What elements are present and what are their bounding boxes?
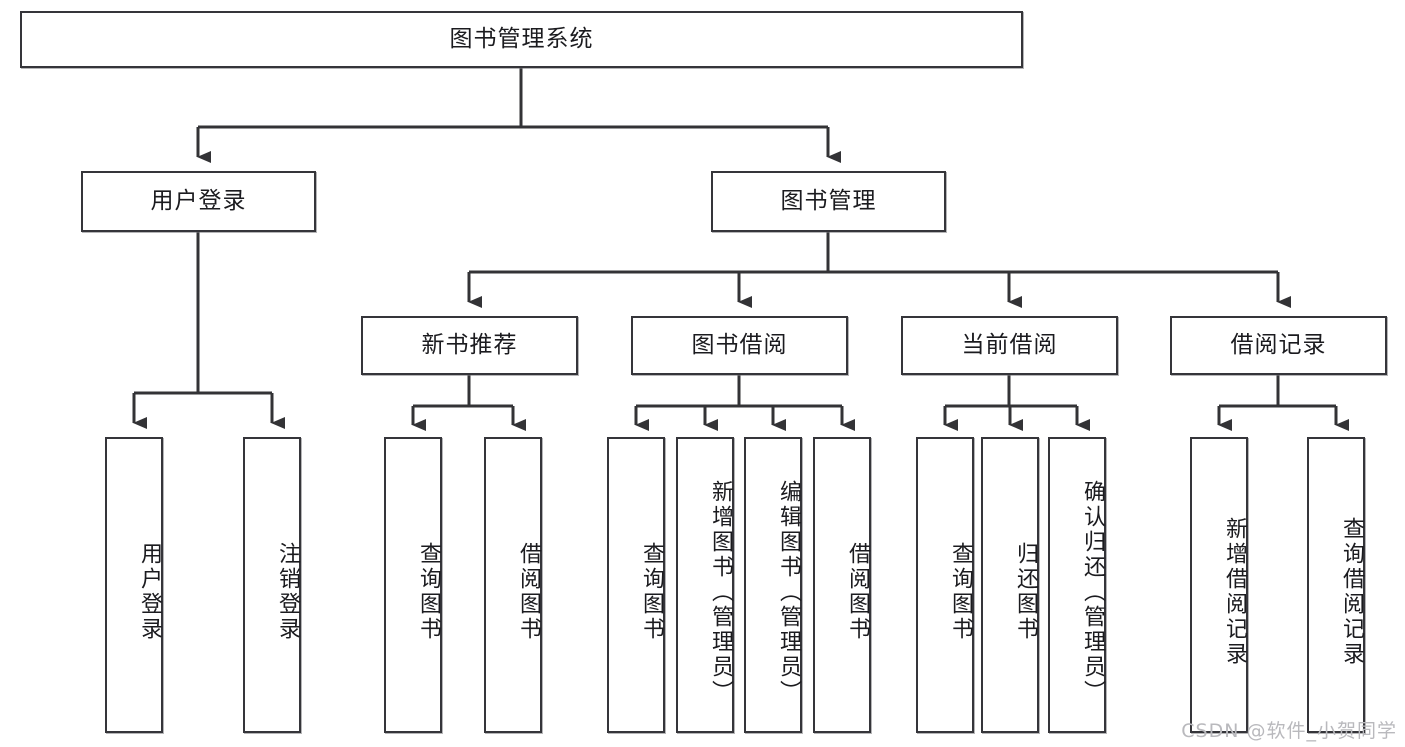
node-book-management[interactable]: 图书管理 [711,171,946,232]
leaf-borrow-book-recommend[interactable]: 借阅图书 [484,437,542,733]
node-label: 查询图书 [639,542,664,642]
leaf-add-book-admin[interactable]: 新增图书（管理员） [676,437,734,733]
node-label: 图书管理 [780,188,877,214]
node-label: 查询图书 [416,542,441,642]
node-label: 借阅图书 [845,542,870,642]
node-label: 注销登录 [275,542,300,642]
node-label: 查询图书 [948,542,973,642]
node-borrow-record[interactable]: 借阅记录 [1170,316,1387,375]
leaf-return-book[interactable]: 归还图书 [981,437,1039,733]
node-label: 确认归还（管理员） [1080,479,1105,705]
node-label: 用户登录 [137,542,162,642]
watermark-text: CSDN @软件_小贺同学 [1181,720,1397,742]
node-user-login[interactable]: 用户登录 [81,171,316,232]
node-label: 图书管理系统 [449,26,594,52]
leaf-query-book-recommend[interactable]: 查询图书 [384,437,442,733]
node-label: 用户登录 [150,188,247,214]
leaf-confirm-return-admin[interactable]: 确认归还（管理员） [1048,437,1106,733]
node-label: 当前借阅 [961,332,1058,358]
node-label: 新书推荐 [421,332,518,358]
leaf-edit-book-admin[interactable]: 编辑图书（管理员） [744,437,802,733]
node-book-borrow[interactable]: 图书借阅 [631,316,848,375]
leaf-add-borrow-record[interactable]: 新增借阅记录 [1190,437,1248,733]
node-label: 借阅图书 [516,542,541,642]
leaf-query-book-current[interactable]: 查询图书 [916,437,974,733]
node-label: 新增图书（管理员） [708,479,733,705]
node-current-borrow[interactable]: 当前借阅 [901,316,1118,375]
leaf-query-borrow-record[interactable]: 查询借阅记录 [1307,437,1365,733]
leaf-logout[interactable]: 注销登录 [243,437,301,733]
node-label: 图书借阅 [691,332,788,358]
node-label: 编辑图书（管理员） [776,479,801,705]
node-label: 归还图书 [1013,542,1038,642]
node-label: 借阅记录 [1230,332,1327,358]
node-new-book-recommend[interactable]: 新书推荐 [361,316,578,375]
leaf-user-login[interactable]: 用户登录 [105,437,163,733]
node-label: 查询借阅记录 [1339,517,1364,667]
leaf-query-book-borrow[interactable]: 查询图书 [607,437,665,733]
node-root-system[interactable]: 图书管理系统 [20,11,1023,68]
node-label: 新增借阅记录 [1222,517,1247,667]
leaf-borrow-book[interactable]: 借阅图书 [813,437,871,733]
